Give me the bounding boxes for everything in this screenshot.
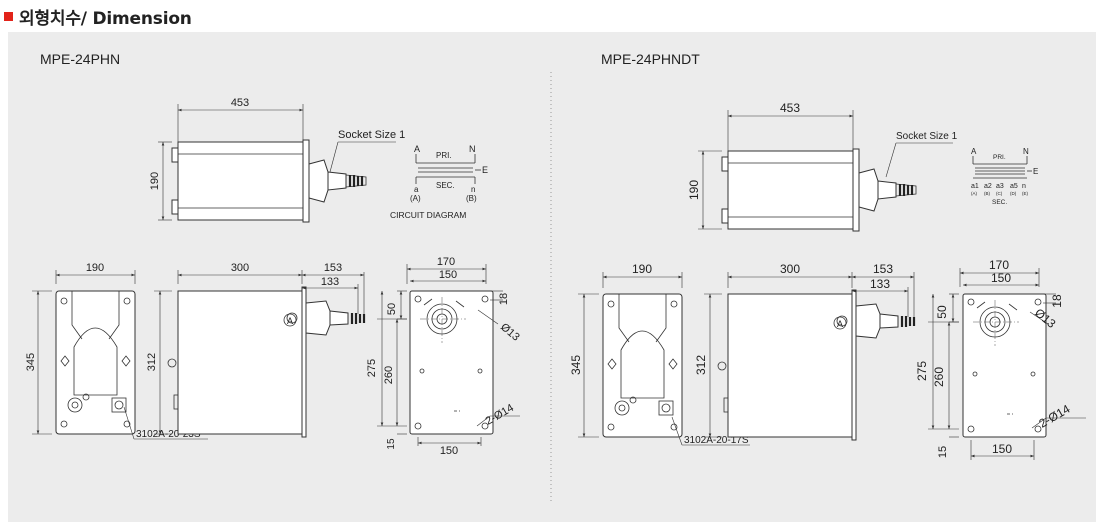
drawing-left: MPE-24PHN 453 190 Socket Size 1 A N PRI.…	[25, 51, 522, 457]
side-width-133: 133	[321, 276, 339, 288]
section-header: 외형치수/ Dimension	[0, 0, 192, 32]
rear-width-150-top: 150	[991, 271, 1011, 285]
rear-width-150-top: 150	[439, 269, 457, 281]
tap-3-sub: (C)	[996, 191, 1003, 196]
front-width: 190	[86, 262, 104, 274]
circuit-label-a: A	[414, 144, 420, 154]
circuit-diagram: A N PRI. E SEC. a n (A) (B) CIRCUIT DIAG…	[390, 144, 488, 220]
tap-3: a3	[996, 183, 1004, 190]
tap-2-sub: (B)	[984, 191, 991, 196]
circuit-label-e: E	[1033, 167, 1038, 176]
socket-label: Socket Size 1	[896, 131, 958, 142]
circuit-title: CIRCUIT DIAGRAM	[390, 210, 466, 220]
tap-4-sub: (D)	[1010, 191, 1017, 196]
side-height: 312	[146, 353, 158, 371]
tap-5-sub: (E)	[1022, 191, 1029, 196]
top-view	[720, 147, 918, 233]
rear-d18: 18	[1050, 294, 1064, 308]
socket-label: Socket Size 1	[338, 129, 405, 141]
side-width-300: 300	[231, 262, 249, 274]
rear-d275: 275	[915, 361, 929, 381]
rear-d260: 260	[932, 367, 946, 387]
model-name: MPE-24PHNDT	[601, 51, 700, 67]
rear-d50: 50	[386, 303, 398, 315]
rear-d50: 50	[935, 305, 949, 319]
drawing-right: MPE-24PHNDT 453 190 Socket Size 1 A N PR…	[569, 51, 1086, 460]
dim-length: 453	[780, 101, 800, 115]
front-view	[602, 293, 683, 438]
rear-width-150-bottom: 150	[992, 442, 1012, 456]
circuit-label-n: N	[1023, 147, 1029, 156]
circuit-tap-b-sub: (B)	[466, 194, 477, 203]
side-width-153: 153	[324, 262, 342, 274]
circuit-tap-a: a	[414, 185, 419, 194]
top-view	[170, 138, 368, 224]
side-view	[716, 288, 916, 442]
side-width-300: 300	[780, 262, 800, 276]
dimension-drawing: MPE-24PHN 453 190 Socket Size 1 A N PRI.…	[25, 51, 1086, 502]
circuit-label-e: E	[482, 165, 488, 175]
circuit-label-pri: PRI.	[993, 154, 1006, 161]
front-view	[55, 290, 136, 435]
tap-1: a1	[971, 183, 979, 190]
circuit-tap-a-sub: (A)	[410, 194, 421, 203]
circuit-label-n: N	[469, 144, 476, 154]
side-view	[166, 285, 366, 439]
section-title: 외형치수/ Dimension	[19, 8, 192, 29]
tap-2: a2	[984, 183, 992, 190]
rear-d15: 15	[386, 438, 397, 450]
model-name: MPE-24PHN	[40, 51, 120, 67]
side-width-133: 133	[870, 277, 890, 291]
dimension-panel	[8, 32, 1096, 522]
circuit-label-pri: PRI.	[436, 151, 452, 160]
tap-4: a5	[1010, 183, 1018, 190]
rear-d275: 275	[366, 359, 378, 377]
red-square-icon	[4, 11, 13, 21]
rear-width-170: 170	[437, 256, 455, 268]
rear-d260: 260	[383, 366, 395, 384]
tap-5: n	[1022, 183, 1026, 190]
front-height: 345	[25, 353, 37, 371]
side-height: 312	[694, 355, 708, 375]
connector-label: 3102A-20-23S	[136, 429, 201, 440]
circuit-diagram: A N PRI. E a1 a2 a3 a5 n (A) (B) (C) (D)…	[971, 147, 1038, 206]
circuit-label-sec: SEC.	[992, 199, 1007, 206]
tap-1-sub: (A)	[971, 191, 978, 196]
mark-a-icon	[833, 316, 847, 330]
connector-label: 3102A-20-17S	[684, 435, 749, 446]
mark-a: A	[837, 319, 843, 329]
mark-a: A	[287, 316, 293, 326]
rear-width-150-bottom: 150	[440, 445, 458, 457]
rear-width-170: 170	[989, 258, 1009, 272]
side-width-153: 153	[873, 262, 893, 276]
rear-d13: Ø13	[498, 321, 522, 344]
dim-height: 190	[687, 180, 701, 200]
circuit-label-sec: SEC.	[436, 181, 455, 190]
mark-a-icon	[283, 313, 297, 327]
front-width: 190	[632, 262, 652, 276]
dim-height: 190	[149, 172, 161, 190]
dim-length: 453	[231, 97, 249, 109]
rear-view	[409, 290, 494, 435]
rear-d18: 18	[498, 293, 510, 305]
circuit-label-a: A	[971, 147, 977, 156]
rear-d15: 15	[937, 446, 949, 458]
front-height: 345	[569, 355, 583, 375]
circuit-tap-n: n	[471, 185, 475, 194]
